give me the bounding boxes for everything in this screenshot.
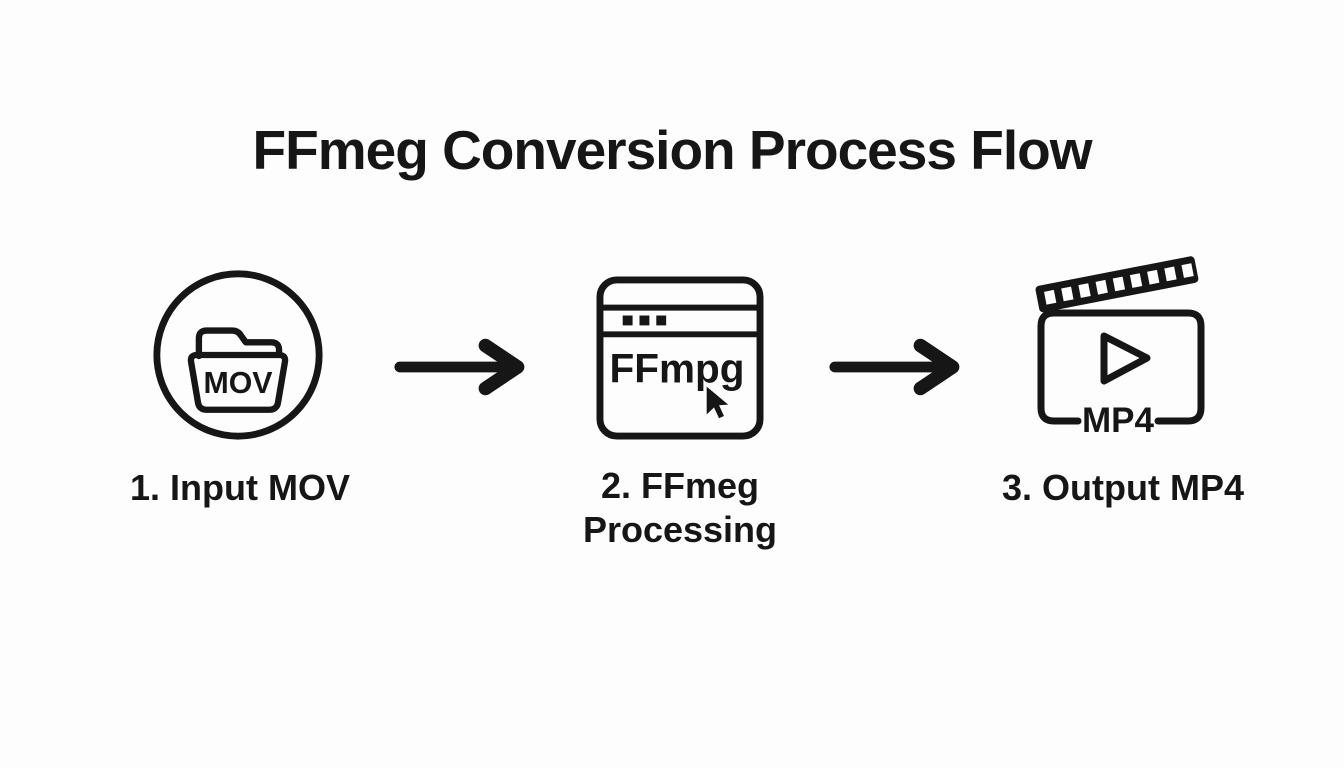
window-dot-icon [622,315,633,326]
window-dot-icon [639,315,650,326]
clapperboard-icon: MP4 [1035,256,1205,434]
filmstrip-icon [1035,256,1199,313]
step-label-ffmpeg-processing: 2. FFmeg Processing [582,465,778,550]
clapperboard-icon-label: MP4 [1082,401,1155,434]
flow-arrow-icon [829,338,960,396]
play-icon [1100,332,1151,385]
window-dot-icon [656,315,667,326]
diagram-title: FFmeg Conversion Process Flow [252,119,1093,181]
step-label-output-mp4: 3. Output MP4 [1002,467,1244,508]
step-label-input-mov: 1. Input MOV [130,467,350,508]
cursor-icon [706,386,729,419]
flow-arrow-icon [394,338,525,396]
window-icon-label: FFmpg [610,346,745,392]
app-window-icon: FFmpg [596,276,764,440]
folder-circle-icon: MOV [153,270,323,440]
folder-icon-label: MOV [203,367,272,400]
